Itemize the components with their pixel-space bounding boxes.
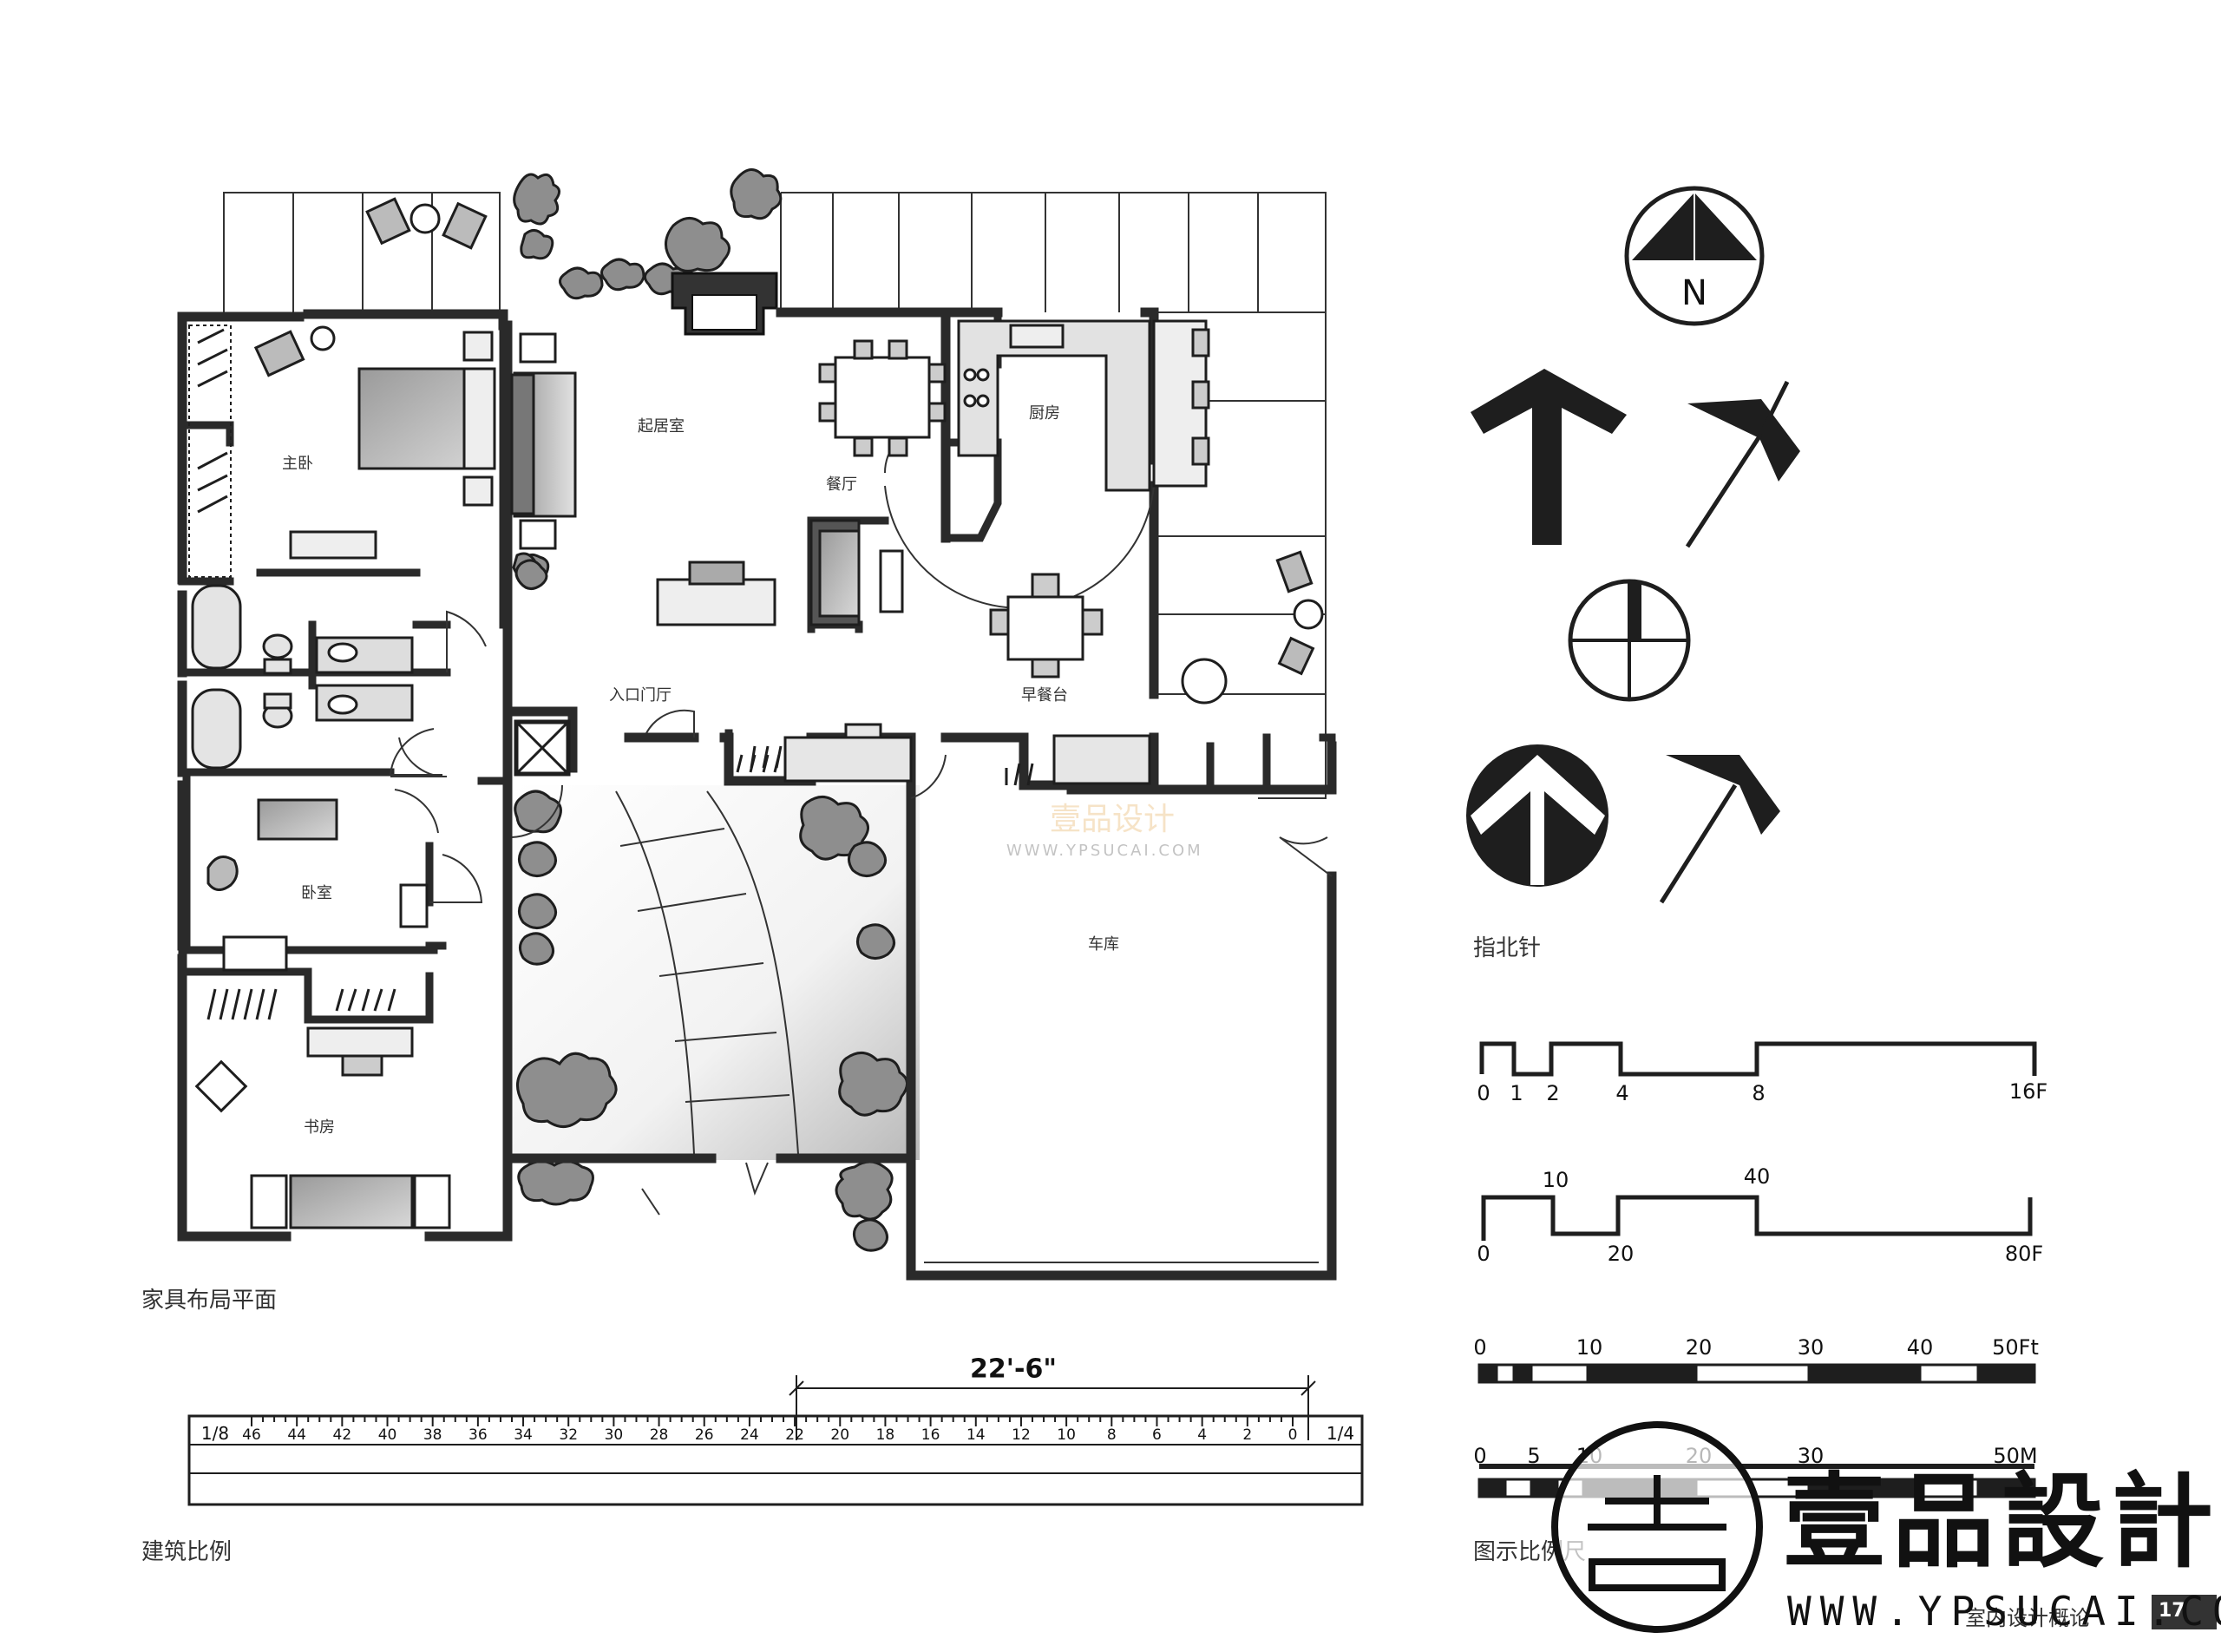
ruler-tick-label: 46 (242, 1426, 261, 1444)
brand-watermark: 壹品設計 (1783, 1462, 2221, 1582)
north-arrow-disc (1466, 744, 1608, 887)
scale-1-label-2: 2 (1546, 1081, 1560, 1105)
scale-3-label-10: 10 (1576, 1335, 1603, 1360)
patio-furniture (365, 197, 1324, 705)
page-number: 17 (2159, 1600, 2185, 1622)
north-patio-right (780, 192, 1327, 799)
scale-1-label-0: 0 (1477, 1081, 1490, 1105)
ruler-tick-label: 42 (332, 1426, 352, 1444)
ruler-tick-label: 36 (468, 1426, 488, 1444)
room-label-study: 书房 (304, 1118, 335, 1137)
room-label-master-bedroom: 主卧 (282, 455, 313, 473)
ruler-tick-label: 40 (377, 1426, 397, 1444)
north-arrow-circle-n (1624, 186, 1765, 326)
scale-bar-2 (1481, 1195, 2033, 1241)
ruler-tick-label: 18 (875, 1426, 895, 1444)
walls (177, 307, 1337, 1281)
scale-3-label-20: 20 (1685, 1335, 1713, 1360)
plan-caption: 家具布局平面 (141, 1288, 278, 1314)
ruler-tick-label: 22 (785, 1426, 804, 1444)
ruler-tick-label: 12 (1012, 1426, 1031, 1444)
scale-2-label-10: 10 (1542, 1168, 1569, 1192)
scale-1-label-end: 16F (2008, 1079, 2048, 1104)
room-label-kitchen: 厨房 (1029, 404, 1060, 423)
architect-scale-caption: 建筑比例 (141, 1539, 233, 1565)
center-watermark-brand: 壹品设计 (1050, 802, 1176, 837)
master-bedroom-furniture (188, 324, 496, 578)
room-label-entry: 入口门厅 (609, 686, 672, 705)
scale-1-label-1: 1 (1510, 1081, 1523, 1105)
courtyard-path (615, 790, 799, 1216)
north-arrow-diagonal-2 (1659, 755, 1780, 904)
entry-closet (514, 719, 781, 777)
room-label-dining: 餐厅 (826, 475, 857, 494)
ruler-tick-label: 24 (740, 1426, 759, 1444)
ruler-tick-label: 26 (694, 1426, 714, 1444)
breakfast-table (750, 573, 1151, 786)
scale-bar-3 (1477, 1363, 2036, 1384)
scale-4-label-30: 30 (1797, 1444, 1825, 1468)
room-label-garage: 车库 (1088, 935, 1119, 954)
ruler-right-end: 1/4 (1326, 1423, 1355, 1444)
ruler-tick-label: 0 (1287, 1426, 1298, 1444)
ruler-tick-label: 14 (966, 1426, 986, 1444)
ruler-tick-label: 4 (1197, 1426, 1208, 1444)
ruler-tick-label: 28 (649, 1426, 669, 1444)
scale-1-label-4: 4 (1615, 1081, 1629, 1105)
north-letter: N (1681, 273, 1707, 313)
room-label-living-room: 起居室 (638, 417, 685, 436)
ruler-tick-label: 6 (1152, 1426, 1162, 1444)
ruler-tick-label: 32 (559, 1426, 579, 1444)
scale-3-label-0: 0 (1473, 1335, 1487, 1360)
bathroom-fixtures (191, 584, 414, 770)
shrubs (512, 168, 908, 1252)
north-arrows-caption: 指北针 (1473, 935, 1542, 961)
ruler-tick-label: 44 (287, 1426, 306, 1444)
ruler-tick-label: 2 (1242, 1426, 1253, 1444)
scale-2-label-20: 20 (1607, 1242, 1635, 1266)
scale-3-label-40: 40 (1906, 1335, 1934, 1360)
scale-2-label-40: 40 (1743, 1164, 1771, 1189)
study-furniture (194, 1026, 451, 1229)
scale-1-label-8: 8 (1752, 1081, 1766, 1105)
ruler-tick-label: 8 (1106, 1426, 1117, 1444)
page-number-badge: 17 (2152, 1595, 2217, 1629)
ruler-tick-label: 30 (604, 1426, 624, 1444)
brand-url-watermark: WWW.YPSUCAI.COM (1787, 1588, 2221, 1635)
ruler-tick-label: 38 (423, 1426, 442, 1444)
bedroom-furniture (206, 798, 429, 1020)
ruler-tick-label: 10 (1057, 1426, 1076, 1444)
kitchen-counters (957, 319, 1210, 492)
north-arrow-bold (1471, 369, 1627, 545)
north-arrow-diagonal-1 (1685, 380, 1800, 548)
dining-set (818, 339, 947, 457)
footer-title: 室内设计概论 (1965, 1606, 2090, 1630)
scale-4-label-end: 50M (1993, 1444, 2038, 1468)
ruler-dimension: 22'-6" (970, 1354, 1057, 1385)
living-room-plant (514, 559, 548, 590)
fireplace (671, 272, 778, 336)
ruler-tick-label: 34 (514, 1426, 533, 1444)
center-watermark-url: WWW.YPSUCAI.COM (1006, 842, 1203, 860)
room-label-bedroom: 卧室 (301, 884, 332, 902)
living-room-furniture (510, 332, 904, 626)
scale-bar-1 (1479, 1041, 2037, 1077)
scale-3-label-30: 30 (1797, 1335, 1825, 1360)
scale-4-label-5: 5 (1527, 1444, 1541, 1468)
ruler-tick-label: 20 (830, 1426, 850, 1444)
room-label-breakfast: 早餐台 (1021, 686, 1068, 705)
scale-4-label-0: 0 (1473, 1444, 1487, 1468)
scale-2-label-0: 0 (1477, 1242, 1490, 1266)
scale-2-label-end: 80F (2004, 1242, 2044, 1266)
ruler-left-end: 1/8 (200, 1423, 230, 1444)
north-arrow-quartered (1568, 579, 1691, 702)
seal-char: 壹 (1612, 1475, 1707, 1614)
ruler-tick-label: 16 (921, 1426, 940, 1444)
scale-3-label-end: 50Ft (1992, 1335, 2039, 1360)
